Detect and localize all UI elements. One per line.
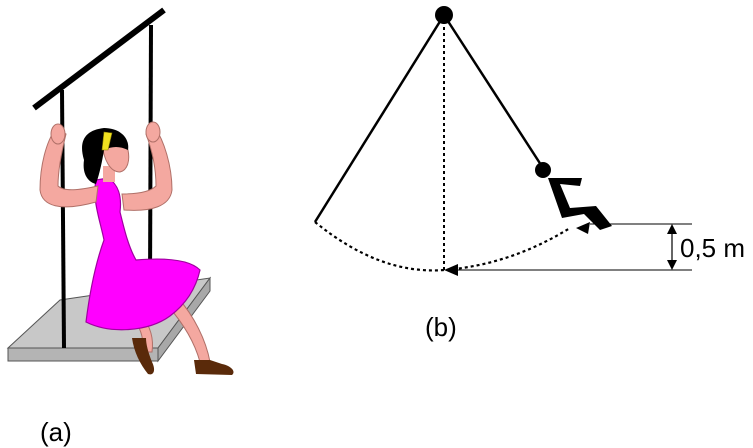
girl-neck xyxy=(103,166,115,182)
girl-figure xyxy=(39,121,234,375)
panel-b-diagram xyxy=(313,6,692,276)
height-label: 0,5 m xyxy=(680,233,745,263)
person-body xyxy=(548,178,612,230)
start-direction-arrow xyxy=(576,222,590,234)
swing-crossbar xyxy=(32,7,166,111)
girl-dress xyxy=(85,177,201,331)
girl-arm-right xyxy=(121,125,173,211)
height-arrow-down xyxy=(667,260,677,270)
panel-a-illustration xyxy=(6,7,234,375)
girl-hand-right xyxy=(145,121,161,143)
panel-a-caption: (a) xyxy=(40,417,72,447)
panel-b-caption: (b) xyxy=(425,312,457,342)
person-head xyxy=(535,162,551,178)
rope-right-position xyxy=(442,14,545,169)
girl-hand-left xyxy=(50,123,66,145)
shoe-left xyxy=(132,338,155,375)
girl-arm-left xyxy=(39,127,99,208)
height-arrow-up xyxy=(667,224,677,234)
swing-arc xyxy=(314,221,571,272)
girl-headband xyxy=(101,131,113,151)
girl-hair xyxy=(82,128,129,184)
person-silhouette xyxy=(535,162,612,230)
shoe-right xyxy=(194,360,234,375)
arc-direction-arrow xyxy=(444,264,458,276)
swing-rope-right xyxy=(148,24,153,286)
rope-left-extreme xyxy=(313,14,446,223)
